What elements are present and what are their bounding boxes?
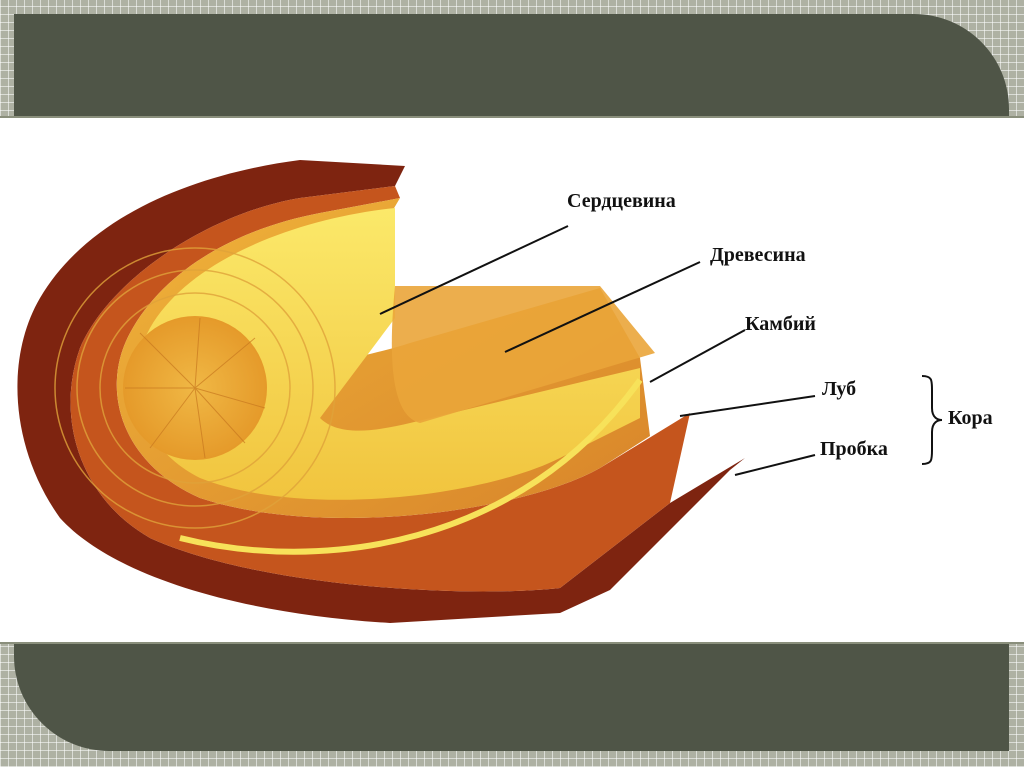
sapwood-layer — [136, 208, 640, 500]
label-cork: Пробка — [820, 438, 888, 460]
bark-brace — [921, 375, 943, 465]
medullary-rays — [125, 317, 266, 459]
label-wood: Древесина — [710, 244, 806, 266]
cambium-layer — [179, 378, 643, 555]
diagram-area: Сердцевина Древесина Камбий Луб Пробка К… — [0, 116, 1024, 644]
annual-rings — [54, 247, 336, 529]
tree-trunk-cross-section — [17, 160, 943, 623]
leader-lines — [379, 225, 816, 476]
label-phloem: Луб — [822, 378, 857, 400]
label-bark: Кора — [948, 407, 993, 429]
wood-slab — [391, 286, 655, 423]
label-pith: Сердцевина — [567, 190, 676, 212]
label-cambium: Камбий — [745, 313, 816, 335]
